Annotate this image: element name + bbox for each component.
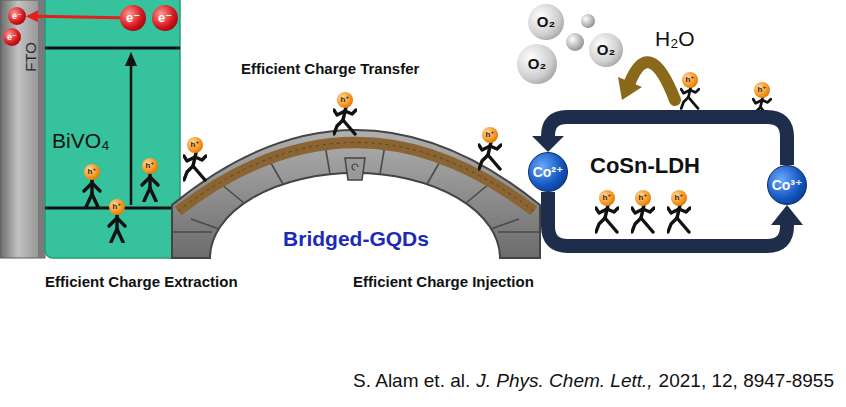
electron: e⁻ (3, 28, 21, 46)
hole-charge: h⁺ (187, 137, 203, 153)
oxygen-molecule: O₂ (528, 4, 564, 40)
node-text: h⁺ (87, 168, 96, 176)
connector-line (38, 16, 120, 17)
label-holder: Efficient Charge Injection (353, 273, 534, 291)
water-oxidation-arrow (618, 62, 675, 100)
node-text: h⁺ (485, 131, 494, 139)
label-holder: H₂O (655, 26, 695, 51)
hole-charge: h⁺ (109, 199, 125, 215)
section-label: Efficient Charge Injection (353, 273, 534, 291)
bivo4-photoanode: BiVO₄ e⁻ e⁻ h⁺ h⁺ h⁺ (45, 0, 180, 258)
hole-charge: h⁺ (482, 127, 498, 143)
electron: e⁻ (8, 7, 26, 25)
hole-figure (84, 179, 100, 207)
cobalt-ion: Co³⁺ (767, 165, 807, 205)
cobalt-ion: Co²⁺ (528, 152, 568, 192)
electron: e⁻ (152, 5, 178, 31)
node-text: e⁻ (12, 11, 22, 22)
hole-charge: h⁺ (84, 164, 100, 180)
node-text: O₂ (537, 13, 555, 31)
node-text: CoSn-LDH (560, 153, 730, 179)
connector-line (548, 192, 787, 246)
node-text: h⁺ (674, 194, 683, 202)
hole-figure (142, 173, 158, 201)
hole-charge: h⁺ (635, 190, 651, 206)
node-text: e⁻ (7, 32, 17, 43)
citation-author: S. Alam et. al. (353, 370, 470, 393)
gqd-bridge: Bridged-GQDs (172, 85, 540, 258)
node-text: h⁺ (602, 194, 611, 202)
hole-charge: h⁺ (682, 72, 698, 88)
node-text: O₂ (597, 41, 615, 59)
node-text: e⁻ (126, 10, 140, 26)
oxygen-molecule: O₂ (517, 44, 557, 84)
hole-charge: h⁺ (599, 190, 615, 206)
node-text: Co²⁺ (533, 164, 564, 181)
node-text: h⁺ (638, 194, 647, 202)
section-label: Efficient Charge Extraction (45, 273, 238, 291)
runner-figures (184, 87, 771, 232)
node-text: O₂ (528, 55, 546, 73)
node-text: h⁺ (145, 162, 154, 170)
bivo4-block (45, 0, 180, 258)
stone-bridge (172, 130, 540, 258)
hole-charge: h⁺ (671, 190, 687, 206)
node-text: h⁺ (685, 76, 694, 84)
node-text: BiVO₄ (52, 128, 110, 153)
citation-details: 2021, 12, 8947-8955 (659, 370, 834, 393)
citation-journal: J. Phys. Chem. Lett., (476, 370, 652, 393)
hole-charge: h⁺ (754, 82, 770, 98)
label-holder: Efficient Charge Extraction (45, 273, 238, 291)
molecule-label: H₂O (655, 26, 695, 51)
node-text: Co³⁺ (772, 177, 803, 194)
arrow-head (771, 205, 803, 225)
node-text: FTO (22, 42, 40, 72)
arrow-head (26, 10, 38, 22)
node-text: h⁺ (190, 141, 199, 149)
cosn-ldh-cocatalyst: CoSn-LDH h⁺ h⁺ h⁺ (560, 135, 730, 235)
node-text: h⁺ (757, 86, 766, 94)
node-text: h⁺ (340, 96, 349, 104)
section-label: Efficient Charge Transfer (241, 60, 419, 78)
electron-transfer-arrow (26, 10, 120, 22)
fto-electrode: FTO e⁻ e⁻ (0, 0, 45, 258)
electron: e⁻ (120, 5, 146, 31)
hole-charge: h⁺ (337, 92, 353, 108)
hole-charge: h⁺ (142, 158, 158, 174)
node-text: h⁺ (112, 203, 121, 211)
hole-figure (109, 214, 125, 242)
redox-cycle-arrow (548, 192, 803, 246)
fto-slab (0, 0, 45, 258)
oxygen-molecule: O₂ (589, 33, 623, 67)
citation: S. Alam et. al. J. Phys. Chem. Lett., 2021… (353, 370, 834, 393)
label-holder: Efficient Charge Transfer (241, 60, 419, 78)
node-text: e⁻ (158, 10, 172, 26)
arrow-head (532, 136, 564, 152)
node-text: Bridged-GQDs (172, 226, 540, 251)
